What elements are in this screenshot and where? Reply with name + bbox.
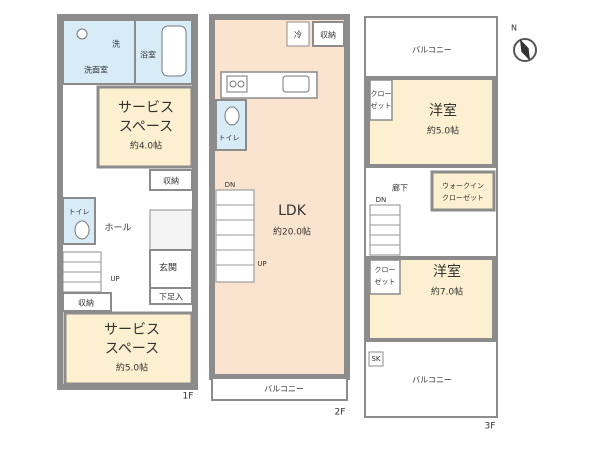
storage-2f <box>312 21 345 47</box>
ldk-area: 約20.0帖 <box>273 226 311 238</box>
western-room-1-area: 約5.0帖 <box>427 125 459 137</box>
balcony-3f-top-label: バルコニー <box>412 46 452 55</box>
service-space-2-line2: スペース <box>105 341 159 357</box>
toilet-1f-label: トイレ <box>69 208 90 216</box>
washroom-label: 洗面室 <box>84 65 108 75</box>
floor-1: 洗 洗面室 浴室 サービス スペース 約4.0帖 収納 トイレ ホール 玄関 下… <box>57 14 198 402</box>
balcony-2f <box>211 377 348 401</box>
floor-1-label: 1F <box>183 392 194 402</box>
closet-2-line1: クロー <box>375 266 396 274</box>
stairs-3f-dn: DN <box>376 196 387 204</box>
closet-top-line2: ゼット <box>371 101 392 110</box>
floor-2-label: 2F <box>335 408 346 418</box>
service-space-1-line1: サービス <box>118 100 174 116</box>
washer-label: 洗 <box>112 39 120 49</box>
sk-label: SK <box>371 355 380 363</box>
closet-top-line1: クロー <box>371 90 392 98</box>
entrance-label: 玄関 <box>159 262 177 274</box>
wic-line2: クローゼット <box>442 193 484 202</box>
stairs-1f-up: UP <box>110 275 119 283</box>
balcony-2f-label: バルコニー <box>264 385 304 394</box>
storage-1f-mid-label: 収納 <box>163 176 179 186</box>
storage-1f-low-label: 収納 <box>78 298 94 308</box>
bath-label: 浴室 <box>140 50 156 60</box>
corridor-label: 廊下 <box>392 183 408 193</box>
stairs-3f <box>369 204 401 256</box>
floor-3-label: 3F <box>485 422 496 432</box>
service-space-2 <box>63 311 194 386</box>
western-room-1-label: 洋室 <box>429 102 457 119</box>
walk-in-closet <box>430 170 496 212</box>
compass-north-label: N <box>511 24 517 33</box>
closet-top <box>369 79 393 121</box>
western-room-2-label: 洋室 <box>433 263 461 280</box>
western-room-2-area: 約7.0帖 <box>431 286 463 298</box>
shoe-cabinet <box>149 287 193 305</box>
shoe-cabinet-label: 下足入 <box>159 293 183 302</box>
toilet-1f-icon <box>74 220 90 240</box>
storage-1f-mid <box>149 169 193 191</box>
hall-label: ホール <box>104 223 131 234</box>
service-space-2-area: 約5.0帖 <box>116 362 148 374</box>
stairs-2f-dn: DN <box>225 181 236 189</box>
kitchen-sink-icon <box>282 75 310 93</box>
sk-box <box>368 351 384 367</box>
balcony-3f-bottom-label: バルコニー <box>412 376 452 385</box>
wic-line1: ウォークイン <box>442 182 484 190</box>
fridge-label: 冷 <box>294 30 302 40</box>
storage-1f-low <box>62 292 112 312</box>
toilet-2f-label: トイレ <box>219 134 240 142</box>
sink-icon <box>76 28 88 40</box>
toilet-1f <box>62 197 96 245</box>
compass-needle-icon <box>519 39 531 61</box>
floor-2: 冷 収納 トイレ DN UP LDK 約20.0帖 バルコニー 2F <box>209 14 350 418</box>
floor-3: バルコニー クロー ゼット 洋室 約5.0帖 廊下 DN ウォークイン クローゼ… <box>364 16 498 432</box>
storage-2f-label: 収納 <box>320 30 336 40</box>
closet-2 <box>369 259 401 295</box>
service-space-1 <box>96 85 194 169</box>
closet-2-line2: ゼット <box>375 277 396 286</box>
stairs-2f <box>215 189 255 283</box>
service-space-1-area: 約4.0帖 <box>130 140 162 152</box>
entrance-tile <box>149 209 193 251</box>
stove-icon <box>226 75 248 93</box>
service-space-2-line1: サービス <box>104 322 160 338</box>
ldk-label: LDK <box>278 203 307 219</box>
service-space-1-line2: スペース <box>119 119 173 135</box>
fridge <box>286 21 310 47</box>
toilet-2f-icon <box>224 106 240 126</box>
bathtub-icon <box>161 25 187 77</box>
stairs-2f-up: UP <box>257 260 266 268</box>
compass: N <box>511 24 537 62</box>
washroom <box>62 19 136 85</box>
